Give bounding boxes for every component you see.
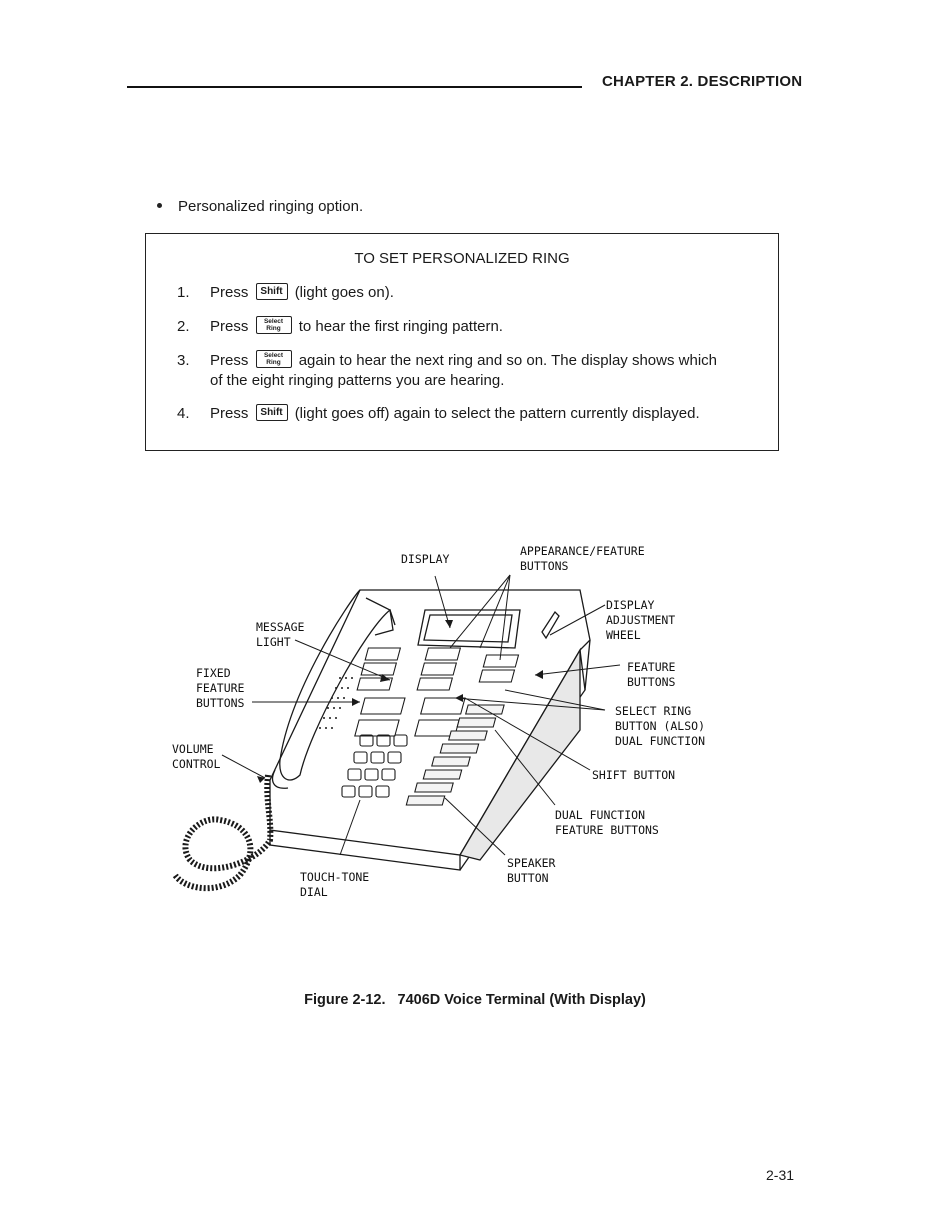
label-touch-tone-dial: TOUCH-TONE DIAL xyxy=(300,870,370,899)
figure-caption: Figure 2-12. 7406D Voice Terminal (With D… xyxy=(0,992,950,1008)
bullet-text: Personalized ringing option. xyxy=(178,198,364,215)
procedure-step: 4. Press Shift (light goes off) again to… xyxy=(177,403,700,422)
label-appearance-feature-buttons: APPEARANCE/FEATURE BUTTONS xyxy=(520,544,645,573)
procedure-box: TO SET PERSONALIZED RING 1. Press Shift … xyxy=(145,233,779,451)
voice-terminal-figure: DISPLAY APPEARANCE/FEATURE BUTTONS DISPL… xyxy=(160,530,760,910)
figure-caption-number: Figure 2-12. xyxy=(304,992,386,1008)
label-message-light: MESSAGE LIGHT xyxy=(256,620,305,649)
label-fixed-feature-buttons: FIXED FEATURE BUTTONS xyxy=(196,666,245,710)
shift-key-icon: Shift xyxy=(255,282,288,300)
bullet-dot-icon xyxy=(157,202,162,208)
label-speaker-button: SPEAKER BUTTON xyxy=(507,856,556,885)
figure-caption-text: 7406D Voice Terminal (With Display) xyxy=(397,992,646,1008)
shift-key-icon: Shift xyxy=(255,403,288,421)
label-shift-button: SHIFT BUTTON xyxy=(592,768,676,782)
label-display: DISPLAY xyxy=(401,552,450,566)
procedure-step: 1. Press Shift (light goes on). xyxy=(177,282,394,301)
label-volume-control: VOLUME CONTROL xyxy=(172,742,221,771)
label-feature-buttons: FEATURE BUTTONS xyxy=(627,660,676,689)
header-rule xyxy=(127,86,582,88)
procedure-title: TO SET PERSONALIZED RING xyxy=(354,250,570,267)
voice-terminal-illustration xyxy=(172,574,621,892)
bullet-item: Personalized ringing option. xyxy=(157,198,363,215)
page-number: 2-31 xyxy=(766,1167,795,1183)
label-display-adjustment-wheel: DISPLAY ADJUSTMENT WHEEL xyxy=(606,598,676,642)
label-select-ring-button: SELECT RING BUTTON (ALSO) DUAL FUNCTION xyxy=(615,704,706,748)
chapter-heading: CHAPTER 2. DESCRIPTION xyxy=(602,73,803,90)
label-dual-function-feature-buttons: DUAL FUNCTION FEATURE BUTTONS xyxy=(555,808,659,837)
